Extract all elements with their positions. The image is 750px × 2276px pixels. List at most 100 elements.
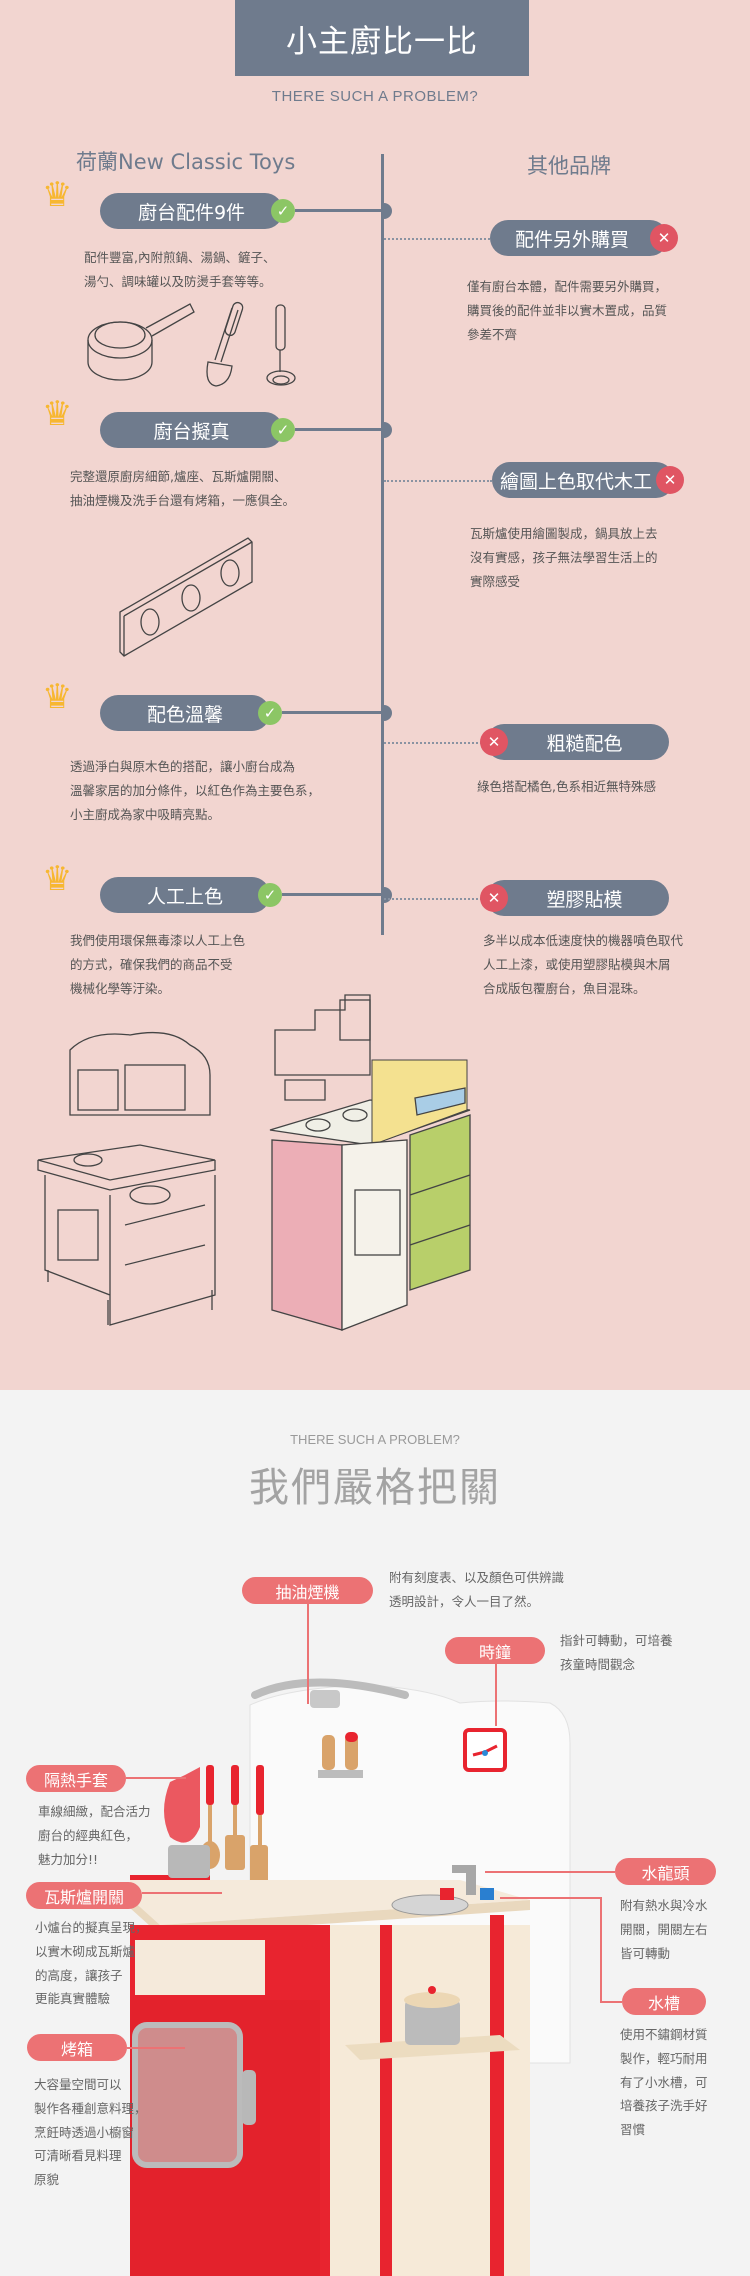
kitchen-product-image [130, 1678, 571, 2276]
faucet [440, 1865, 494, 1900]
cookware-illustration [87, 301, 296, 387]
feature-pill-4: 人工上色 [100, 877, 270, 913]
crown-icon: ♛ [42, 677, 73, 717]
callout-desc-line: 烹飪時透過小櫥窗 [34, 2124, 135, 2140]
callout-desc-line: 大容量空間可以 [34, 2077, 122, 2092]
callout-desc-line: 小爐台的擬真呈現， [35, 1920, 148, 1935]
callout-desc-line: 原貌 [34, 2172, 60, 2188]
feature-desc-line: 小主廚成為家中吸睛亮點。 [70, 807, 221, 822]
callout-desc-line: 附有刻度表、以及顏色可供辨識 [389, 1570, 565, 1585]
timeline-node [384, 203, 392, 219]
callout-leader-line [500, 1897, 601, 1899]
callout-desc-line: 開關，開關左右 [620, 1921, 708, 1937]
callout-desc-line: 製作各種創意料理， [34, 2100, 147, 2116]
competitor-pill-1: 配件另外購買 [490, 220, 668, 256]
timeline-connector [282, 893, 381, 896]
check-icon: ✓ [271, 199, 295, 223]
callout-desc-line: 更能真實體驗 [35, 1991, 111, 2007]
callout-4: 瓦斯爐開關 [26, 1882, 142, 1909]
utensils [200, 1765, 268, 1883]
x-icon: ✕ [480, 884, 508, 912]
x-icon: ✕ [480, 728, 508, 756]
feature-desc-line: 配件豐富,內附煎鍋、湯鍋、鏟子、 [84, 250, 276, 265]
callout-1: 抽油煙機 [242, 1577, 373, 1604]
feature-desc-line: 的方式，確保我們的商品不受 [70, 957, 233, 972]
crown-icon: ♛ [42, 394, 73, 434]
competitor-desc-line: 參差不齊 [467, 327, 518, 342]
clock [463, 1728, 507, 1772]
callout-leader-line [600, 1897, 602, 2002]
competitor-desc-line: 合成版包覆廚台，魚目混珠。 [483, 981, 646, 996]
callout-desc-line: 廚台的經典紅色， [38, 1827, 139, 1843]
crown-icon: ♛ [42, 859, 73, 899]
callout-7: 水槽 [622, 1988, 706, 2015]
callout-6: 水龍頭 [615, 1858, 716, 1885]
section2-subtitle: THERE SUCH A PROBLEM? [290, 1432, 460, 1447]
callout-leader-line [142, 1892, 222, 1894]
callout-3: 隔熱手套 [26, 1765, 126, 1792]
stove-panel-illustration [119, 537, 253, 657]
callout-desc-line: 使用不鏽鋼材質 [620, 2027, 708, 2042]
callout-2: 時鐘 [445, 1637, 545, 1664]
timeline-connector [282, 711, 381, 714]
callout-5: 烤箱 [27, 2034, 127, 2061]
callout-desc-line: 魅力加分!! [38, 1851, 99, 1867]
competitor-pill-2: 繪圖上色取代木工 [492, 462, 674, 498]
x-icon: ✕ [656, 466, 684, 494]
pot-on-stove [168, 1845, 210, 1878]
countertop [130, 1880, 530, 1925]
feature-desc-line: 我們使用環保無毒漆以人工上色 [70, 933, 246, 948]
kitchen-line-art-right [269, 994, 471, 1331]
range-hood [251, 1678, 409, 1699]
dotted-connector [384, 238, 490, 240]
callout-desc-line: 透明設計，令人一目了然。 [389, 1593, 540, 1609]
page-title: 小主廚比一比 [235, 0, 529, 76]
competitor-desc-line: 沒有實感，孩子無法學習生活上的 [470, 550, 658, 565]
line-art-illustrations [37, 301, 471, 1331]
dotted-connector [384, 742, 486, 744]
callout-desc-line: 的高度，讓孩子 [35, 1967, 123, 1983]
feature-pill-2: 廚台擬真 [100, 412, 283, 448]
check-icon: ✓ [258, 883, 282, 907]
timeline-node [384, 422, 392, 438]
callout-desc-line: 可清晰看見料理 [34, 2148, 122, 2164]
feature-desc-line: 透過淨白與原木色的搭配，讓小廚台成為 [70, 759, 296, 774]
feature-desc-line: 完整還原廚房細節,爐座、瓦斯爐開關、 [70, 469, 287, 484]
competitor-desc-line: 瓦斯爐使用繪圖製成，鍋具放上去 [470, 526, 658, 541]
check-icon: ✓ [271, 418, 295, 442]
competitor-desc-line: 實際感受 [470, 574, 521, 589]
callout-desc-line: 培養孩子洗手好 [620, 2098, 708, 2114]
kitchen-line-art-left [37, 1031, 216, 1326]
x-icon: ✕ [650, 224, 678, 252]
callout-leader-line [495, 1664, 497, 1726]
feature-desc-line: 溫馨家居的加分條件，以紅色作為主要色系， [70, 783, 321, 798]
competitor-desc-line: 多半以成本低速度快的機器噴色取代 [483, 933, 684, 948]
competitor-desc-line: 僅有廚台本體，配件需要另外購買， [467, 279, 668, 294]
competitor-desc-line: 綠色搭配橘色,色系相近無特殊感 [477, 779, 656, 794]
cooking-pot [404, 1986, 460, 2045]
callout-desc-line: 指針可轉動，可培養 [560, 1633, 673, 1648]
oven-door [130, 2000, 320, 2276]
shelf [345, 2035, 520, 2060]
callout-desc-line: 以實木砌成瓦斯爐 [35, 1943, 136, 1959]
crown-icon: ♛ [42, 175, 73, 215]
competitor-desc-line: 人工上漆，或使用塑膠貼模與木屑 [483, 957, 671, 972]
callout-leader-line [600, 2001, 622, 2003]
check-icon: ✓ [258, 701, 282, 725]
oven-mitt [164, 1767, 200, 1843]
competitor-pill-3: 粗糙配色 [486, 724, 669, 760]
callout-desc-line: 習慣 [620, 2122, 646, 2138]
timeline-connector [295, 428, 381, 431]
callout-desc-line: 附有熱水與冷水 [620, 1898, 708, 1913]
left-column-heading: 荷蘭New Classic Toys [76, 150, 296, 174]
feature-desc-line: 抽油煙機及洗手台還有烤箱，一應俱全。 [70, 493, 296, 508]
sink [391, 1894, 469, 1916]
timeline-node [384, 887, 392, 903]
callout-leader-line [485, 1871, 615, 1873]
timeline-node [384, 705, 392, 721]
callout-leader-line [126, 1777, 186, 1779]
timeline-connector [295, 209, 381, 212]
callout-desc-line: 皆可轉動 [620, 1945, 671, 1961]
callout-desc-line: 製作，輕巧耐用 [620, 2050, 708, 2066]
section2-title: 我們嚴格把關 [249, 1465, 501, 1511]
